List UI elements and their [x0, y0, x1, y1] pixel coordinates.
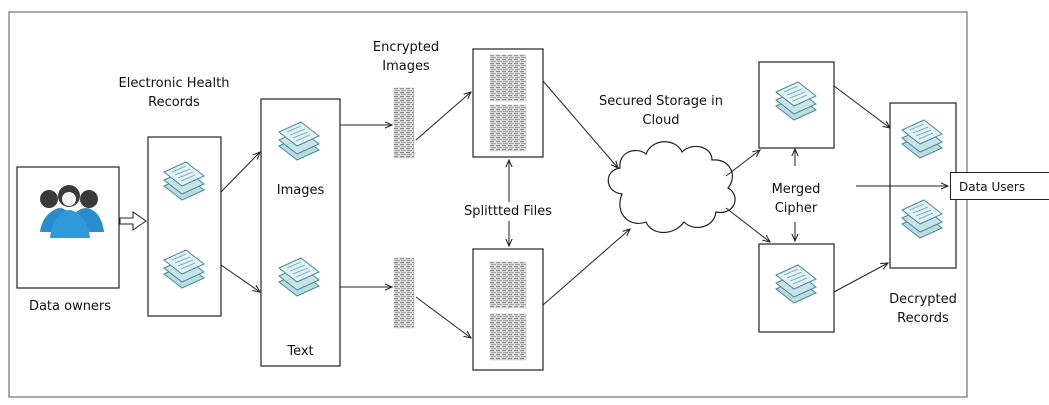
- data-owners-label: Data owners: [28, 299, 112, 314]
- encrypted-document-icon: [393, 87, 415, 159]
- merged-cipher-label: Merged Cipher: [771, 182, 821, 216]
- ehr-label: Electronic Health Records: [118, 76, 230, 110]
- data-users-box: Data Users: [950, 172, 1049, 200]
- images-label: Images: [276, 183, 325, 198]
- encrypted-document-icon: [489, 313, 527, 361]
- hollow-arrow: [119, 211, 147, 231]
- secured-storage-label: Secured Storage in Cloud: [599, 94, 723, 128]
- encrypted-images-label: Encrypted Images: [372, 40, 440, 74]
- text-label: Text: [287, 344, 314, 359]
- encrypted-document-icon: [393, 257, 415, 329]
- cloud-icon: [607, 141, 736, 234]
- outer-frame: [8, 11, 968, 398]
- encrypted-document-icon: [489, 261, 527, 309]
- encrypted-document-icon: [489, 104, 527, 152]
- split-files-label: Splittted Files: [453, 202, 563, 221]
- encrypted-document-icon: [489, 54, 527, 102]
- users-icon: [40, 185, 104, 238]
- decrypted-records-label: Decrypted Records: [889, 292, 957, 326]
